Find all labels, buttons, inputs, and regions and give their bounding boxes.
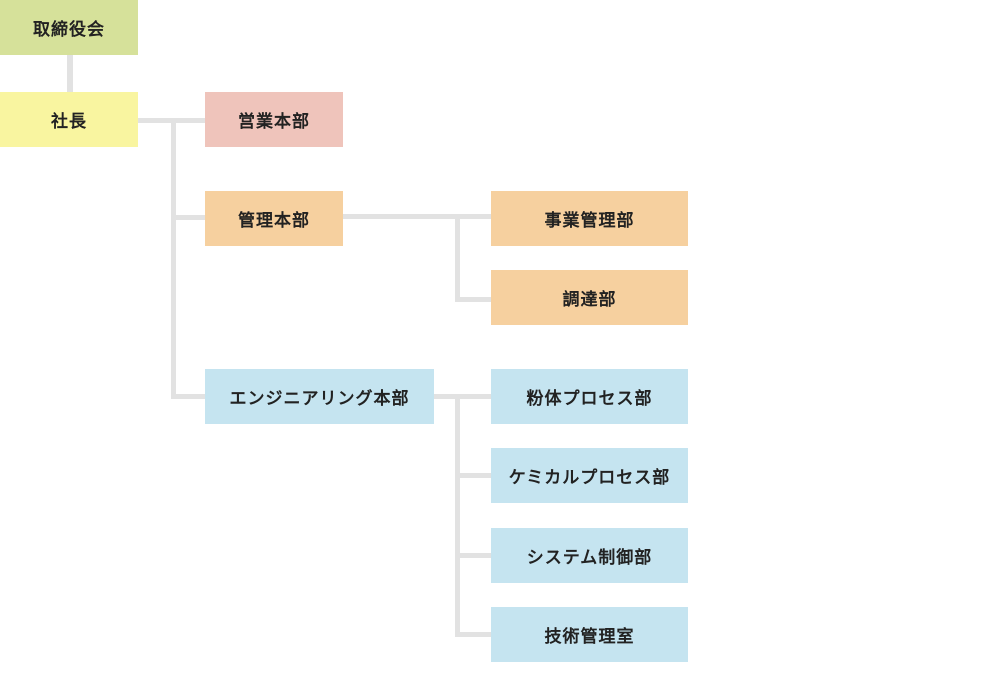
connector-engineering-out [434,394,491,399]
connector-board-president [67,55,73,92]
connector-president-out [138,118,176,123]
node-sales-hq: 営業本部 [205,92,343,147]
connector-to-admin [171,215,205,220]
node-system-control: システム制御部 [491,528,688,583]
connector-admin-out [343,214,491,219]
node-tech-mgmt: 技術管理室 [491,607,688,662]
connector-to-system [455,553,491,558]
node-powder-process: 粉体プロセス部 [491,369,688,424]
connector-to-sales [171,118,205,123]
node-president: 社長 [0,92,138,147]
connector-to-tech-mgmt [455,632,491,637]
node-procurement: 調達部 [491,270,688,325]
connector-to-procurement [455,297,491,302]
connector-to-chemical [455,473,491,478]
node-chemical-process: ケミカルプロセス部 [491,448,688,503]
node-business-mgmt: 事業管理部 [491,191,688,246]
node-engineering-hq: エンジニアリング本部 [205,369,434,424]
node-board: 取締役会 [0,0,138,55]
connector-admin-trunk [455,214,460,302]
connector-engineering-trunk [455,394,460,637]
connector-to-engineering [171,394,205,399]
node-admin-hq: 管理本部 [205,191,343,246]
connector-president-trunk [171,118,176,399]
